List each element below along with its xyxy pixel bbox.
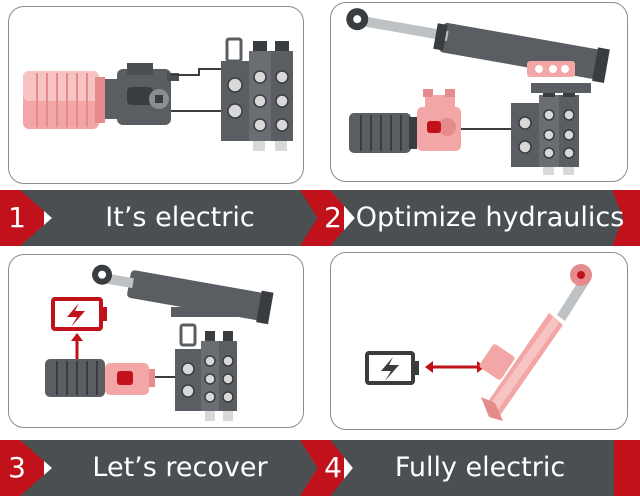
- step-label-4: Fully electric: [394, 452, 566, 483]
- hydraulic-pump-icon: [105, 363, 155, 395]
- step-label-3: Let’s recover: [92, 452, 268, 483]
- diagram-fully-electric: [365, 264, 592, 421]
- electric-motor-icon: [45, 359, 105, 397]
- valve-block-icon: [511, 83, 591, 175]
- electric-actuator-icon: [479, 264, 592, 421]
- step-number-3: 3: [8, 451, 26, 484]
- step-banner-2: 3 Let’s recover 4 Fully electric: [0, 440, 640, 496]
- diagram-energy-recovery: [45, 264, 274, 421]
- step-label-1: It’s electric: [105, 202, 255, 233]
- electric-motor-icon: [349, 113, 417, 153]
- step-number-2: 2: [324, 201, 342, 234]
- double-arrow-icon: [425, 361, 485, 373]
- step-number-4: 4: [324, 451, 342, 484]
- step-banner-1: 1 It’s electric 2 Optimize hydraulics: [0, 190, 640, 246]
- battery-icon: [51, 297, 107, 331]
- electric-motor-icon: [23, 71, 105, 129]
- step-number-1: 1: [8, 201, 26, 234]
- valve-block-icon: [221, 37, 293, 151]
- panel-step-2: [330, 2, 628, 182]
- panel-step-1: [8, 6, 304, 184]
- step-label-2: Optimize hydraulics: [355, 202, 625, 233]
- diagram-optimized-hydraulics: [346, 8, 610, 175]
- valve-block-icon: [171, 307, 251, 421]
- panel-step-3: [8, 254, 304, 428]
- hydraulic-pump-icon: [417, 89, 461, 151]
- hydraulic-pump-icon: [105, 63, 179, 125]
- battery-icon: [365, 351, 419, 385]
- panel-step-4: [330, 252, 628, 430]
- diagram-electric-motor-pump-valves: [23, 37, 293, 151]
